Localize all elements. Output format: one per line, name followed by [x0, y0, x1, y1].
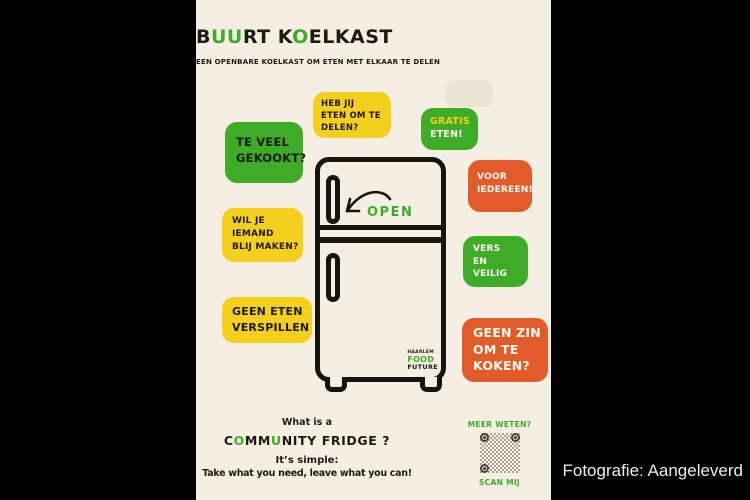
poster-subtitle: EEN OPENBARE KOELKAST OM ETEN MET ELKAAR… — [196, 58, 441, 66]
fridge-foot — [325, 377, 347, 392]
fridge-bottom-handle — [326, 253, 340, 302]
photo-credit: Fotografie: Aangeleverd — [562, 461, 743, 480]
bubble-wil-je-iemand: WIL JE IEMAND BLIJ MAKEN? — [222, 208, 303, 262]
bubble-voor-iedereen: VOOR IEDEREEN! — [468, 160, 533, 212]
bubble-te-veel-gekookt: TE VEEL GEKOOKT? — [225, 122, 306, 183]
fridge-illustration: OPEN HAARLEM FOOD FUTURE — [315, 157, 446, 382]
fridge-foot — [420, 377, 442, 392]
bubble-geen-eten-verspillen: GEEN ETEN VERSPILLEN — [222, 297, 312, 343]
qr-code — [479, 433, 520, 473]
footer-text-block: What is a COMMUNITY FRIDGE ? It’s simple… — [196, 417, 418, 479]
fridge-divider-line — [318, 237, 443, 243]
bubble-gratis-eten: GRATIS ETEN! — [421, 108, 478, 150]
community-fridge-heading: COMMUNITY FRIDGE ? — [223, 433, 391, 448]
its-simple-label: It’s simple: — [275, 455, 339, 466]
meer-weten-label: MEER WETEN? — [467, 420, 532, 429]
tagline: Take what you need, leave what you can! — [202, 468, 412, 479]
bubble-geen-zin-om-te-koken: GEEN ZIN OM TE KOKEN? — [462, 318, 548, 382]
haarlem-food-future-logo: HAARLEM FOOD FUTURE — [407, 350, 438, 372]
scan-mij-label: SCAN MIJ — [478, 478, 521, 487]
qr-finder-icon — [479, 464, 489, 473]
qr-finder-icon — [479, 433, 489, 442]
open-label: OPEN — [367, 205, 414, 220]
open-arrow-icon — [345, 190, 392, 213]
poster-title: BUURT KOELKAST — [196, 26, 393, 48]
qr-section: MEER WETEN? SCAN MIJ — [464, 420, 535, 487]
community-fridge-poster: BUURT KOELKAST EEN OPENBARE KOELKAST OM … — [196, 0, 551, 500]
bubble-heb-jij: HEB JIJ ETEN OM TE DELEN? — [313, 92, 391, 138]
qr-finder-icon — [510, 433, 520, 442]
ghost-bubble — [445, 80, 493, 107]
fridge-divider-line — [318, 225, 443, 230]
bubble-vers-en-veilig: VERS EN VEILIG — [463, 236, 528, 287]
what-is-a-label: What is a — [281, 417, 333, 428]
fridge-top-handle — [326, 175, 340, 224]
